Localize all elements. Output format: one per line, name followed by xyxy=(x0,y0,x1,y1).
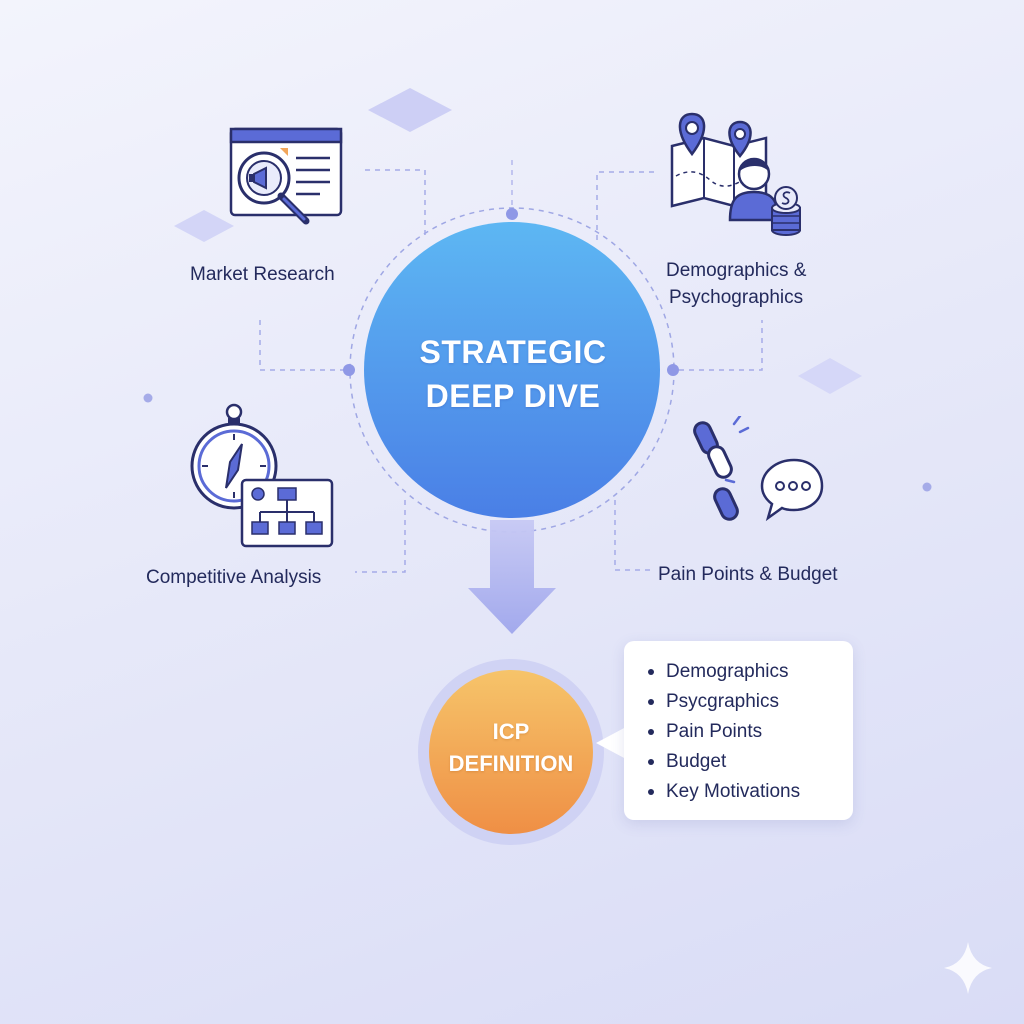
map-pins-person-coins-icon xyxy=(670,112,801,236)
connector-demographics xyxy=(596,171,658,240)
decor-diamond xyxy=(368,88,452,132)
decor-dot xyxy=(922,482,932,492)
list-item: Demographics xyxy=(624,657,853,687)
connector-demographics-right xyxy=(679,320,763,371)
bullet-icon xyxy=(648,699,654,705)
label-market-research: Market Research xyxy=(190,264,335,285)
center-title: STRATEGIC DEEP DIVE xyxy=(365,330,661,418)
center-title-line1: STRATEGIC xyxy=(419,334,607,370)
decor-dot xyxy=(143,393,153,403)
icp-title-line2: DEFINITION xyxy=(448,751,574,776)
center-circle xyxy=(364,222,660,518)
label-pain-points-budget: Pain Points & Budget xyxy=(658,564,838,585)
connector-market-research-left xyxy=(259,320,343,371)
bullet-icon xyxy=(648,789,654,795)
decor-diamond xyxy=(798,358,862,394)
list-item: Psycgraphics xyxy=(624,687,853,717)
sparkle-icon xyxy=(944,942,992,994)
connector-competitive xyxy=(355,500,406,573)
down-arrow xyxy=(468,520,556,634)
icp-attributes-callout: Demographics Psycgraphics Pain Points Bu… xyxy=(624,641,853,820)
bullet-icon xyxy=(648,759,654,765)
magnifier-megaphone-document-icon xyxy=(229,127,343,225)
label-demographics-line1: Demographics & xyxy=(666,260,807,281)
label-competitive-analysis: Competitive Analysis xyxy=(146,567,322,588)
icp-attributes-list: Demographics Psycgraphics Pain Points Bu… xyxy=(624,641,853,807)
list-item: Budget xyxy=(624,747,853,777)
ring-dot xyxy=(343,364,355,376)
compass-org-chart-icon xyxy=(190,403,334,548)
connector-pain-points xyxy=(614,500,650,571)
ring-dot xyxy=(506,208,518,220)
list-item: Pain Points xyxy=(624,717,853,747)
decor-diamond xyxy=(174,210,234,242)
bullet-icon xyxy=(648,669,654,675)
callout-pointer xyxy=(596,727,626,759)
center-title-line2: DEEP DIVE xyxy=(425,378,601,414)
ring-dot xyxy=(667,364,679,376)
connector-market-research xyxy=(365,169,426,240)
icp-circle xyxy=(429,670,593,834)
icp-title-line1: ICP xyxy=(492,719,530,744)
bullet-icon xyxy=(648,729,654,735)
broken-chain-speech-bubble-icon xyxy=(693,416,824,522)
icp-title: ICP DEFINITION xyxy=(430,716,592,780)
list-item: Key Motivations xyxy=(624,777,853,807)
label-demographics-line2: Psychographics xyxy=(669,287,804,308)
